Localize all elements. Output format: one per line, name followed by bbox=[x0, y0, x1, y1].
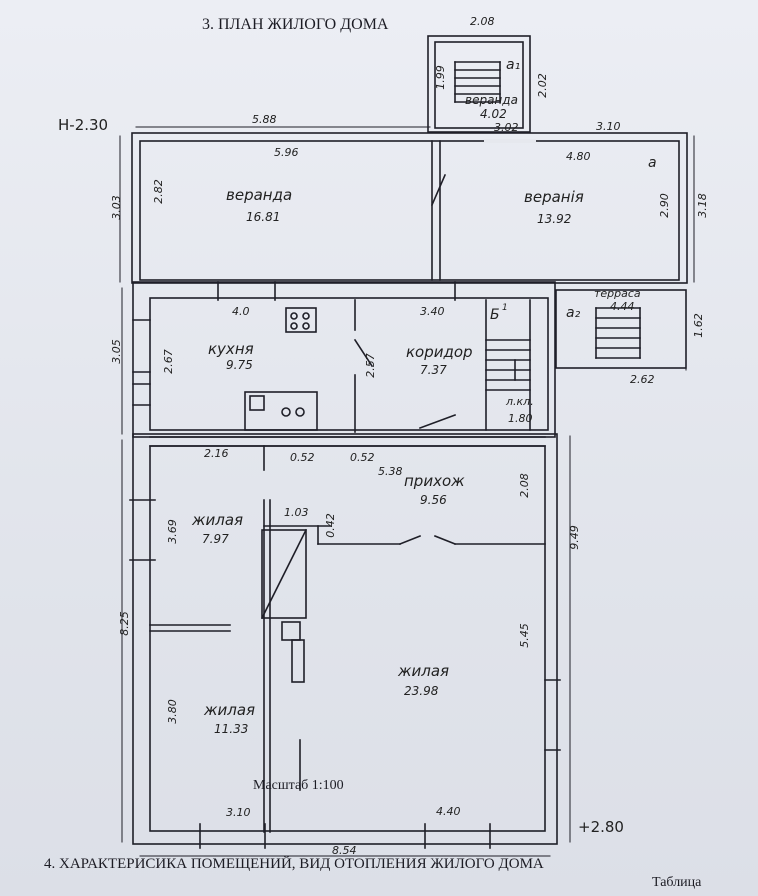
dim-3-03: 3.03 bbox=[109, 195, 123, 220]
room-living-mid-name: жилая bbox=[204, 701, 256, 719]
dim-3-40: 3.40 bbox=[420, 305, 445, 318]
dim-3-05: 3.05 bbox=[109, 339, 123, 364]
dim-2-16: 2.16 bbox=[204, 447, 229, 460]
room-terrace-name: терраса bbox=[594, 287, 641, 300]
mark-b1-sub: 1 bbox=[502, 303, 508, 313]
section-3-title: 3. ПЛАН ЖИЛОГО ДОМА bbox=[202, 16, 389, 33]
north-veranda-walls bbox=[427, 35, 531, 133]
dim-2-82: 2.82 bbox=[151, 179, 165, 204]
dim-2-90: 2.90 bbox=[657, 193, 671, 218]
dim-3-18: 3.18 bbox=[695, 193, 709, 218]
dim-9-49: 9.49 bbox=[567, 525, 581, 550]
room-living-small-name: жилая bbox=[192, 511, 244, 529]
table-label: Таблица bbox=[652, 875, 702, 890]
dim-2-57: 2.57 bbox=[363, 353, 377, 378]
dim-1-03: 1.03 bbox=[284, 506, 309, 519]
veranda-walls bbox=[131, 132, 688, 284]
room-kitchen-area: 9.75 bbox=[226, 358, 253, 372]
room-veranda-small-name: веранда bbox=[465, 93, 518, 107]
room-living-small-area: 7.97 bbox=[202, 532, 229, 546]
mark-a1: а₁ bbox=[506, 57, 521, 73]
dim-4-40: 4.40 bbox=[436, 805, 461, 818]
dim-2-67: 2.67 bbox=[161, 349, 175, 374]
dim-5-45: 5.45 bbox=[517, 623, 531, 648]
window-marks bbox=[129, 499, 561, 849]
dim-2-02: 2.02 bbox=[535, 73, 549, 98]
room-living-mid-area: 11.33 bbox=[214, 722, 249, 736]
room-veranda-right-name: веранiя bbox=[524, 188, 584, 206]
level-bottom: +2.80 bbox=[578, 818, 624, 836]
room-living-big-area: 23.98 bbox=[404, 684, 439, 698]
dim-0-52-b: 0.52 bbox=[350, 451, 375, 464]
upper-block-walls bbox=[132, 281, 556, 438]
kitchen-fixtures bbox=[244, 307, 318, 431]
dim-3-80: 3.80 bbox=[165, 699, 179, 724]
dim-8-25: 8.25 bbox=[117, 611, 131, 636]
dim-4-80: 4.80 bbox=[566, 150, 591, 163]
room-veranda-main-area: 16.81 bbox=[246, 210, 281, 224]
level-top: H-2.30 bbox=[58, 116, 109, 134]
room-stair-name: л.кл. bbox=[506, 395, 534, 408]
dim-3-02-top: 3.02 bbox=[494, 121, 519, 134]
mark-b1: Б bbox=[490, 307, 500, 323]
dim-3-69: 3.69 bbox=[165, 519, 179, 544]
dim-5-38: 5.38 bbox=[378, 465, 403, 478]
dim-1-99: 1.99 bbox=[433, 65, 447, 90]
room-veranda-main-name: веранда bbox=[226, 186, 293, 204]
mark-a2: а₂ bbox=[566, 305, 581, 321]
mark-a: а bbox=[648, 155, 657, 171]
dim-2-08-top: 2.08 bbox=[470, 15, 495, 28]
dim-4-0: 4.0 bbox=[232, 305, 250, 318]
terrace-walls bbox=[555, 289, 687, 369]
room-kitchen-name: кухня bbox=[208, 340, 254, 358]
dim-5-88: 5.88 bbox=[252, 113, 277, 126]
room-corridor-area: 7.37 bbox=[420, 363, 447, 377]
section-4-title: 4. ХАРАКТЕРИСИКА ПОМЕЩЕНИЙ, ВИД ОТОПЛЕНИ… bbox=[44, 856, 544, 872]
dim-2-08-right: 2.08 bbox=[517, 473, 531, 498]
room-veranda-right-area: 13.92 bbox=[537, 212, 572, 226]
dim-1-62: 1.62 bbox=[691, 313, 705, 338]
dim-2-62: 2.62 bbox=[630, 373, 655, 386]
stove-block bbox=[260, 528, 308, 683]
room-hall-area: 9.56 bbox=[420, 493, 447, 507]
dim-0-52-a: 0.52 bbox=[290, 451, 315, 464]
room-stair-area: 1.80 bbox=[508, 412, 533, 425]
dim-3-10-top: 3.10 bbox=[596, 120, 621, 133]
room-veranda-small-area: 4.02 bbox=[480, 107, 507, 121]
dim-0-42: 0.42 bbox=[323, 513, 337, 538]
main-house-walls bbox=[132, 413, 558, 845]
room-corridor-name: коридор bbox=[406, 343, 473, 361]
scale-label: Масштаб 1:100 bbox=[253, 778, 344, 793]
room-hall-name: прихож bbox=[404, 472, 465, 490]
dimension-lines bbox=[119, 126, 695, 857]
dim-8-54: 8.54 bbox=[332, 844, 357, 857]
dim-5-96: 5.96 bbox=[274, 146, 299, 159]
room-living-big-name: жилая bbox=[398, 662, 450, 680]
dim-3-10-bottom: 3.10 bbox=[226, 806, 251, 819]
room-terrace-area: 4.44 bbox=[610, 300, 635, 313]
